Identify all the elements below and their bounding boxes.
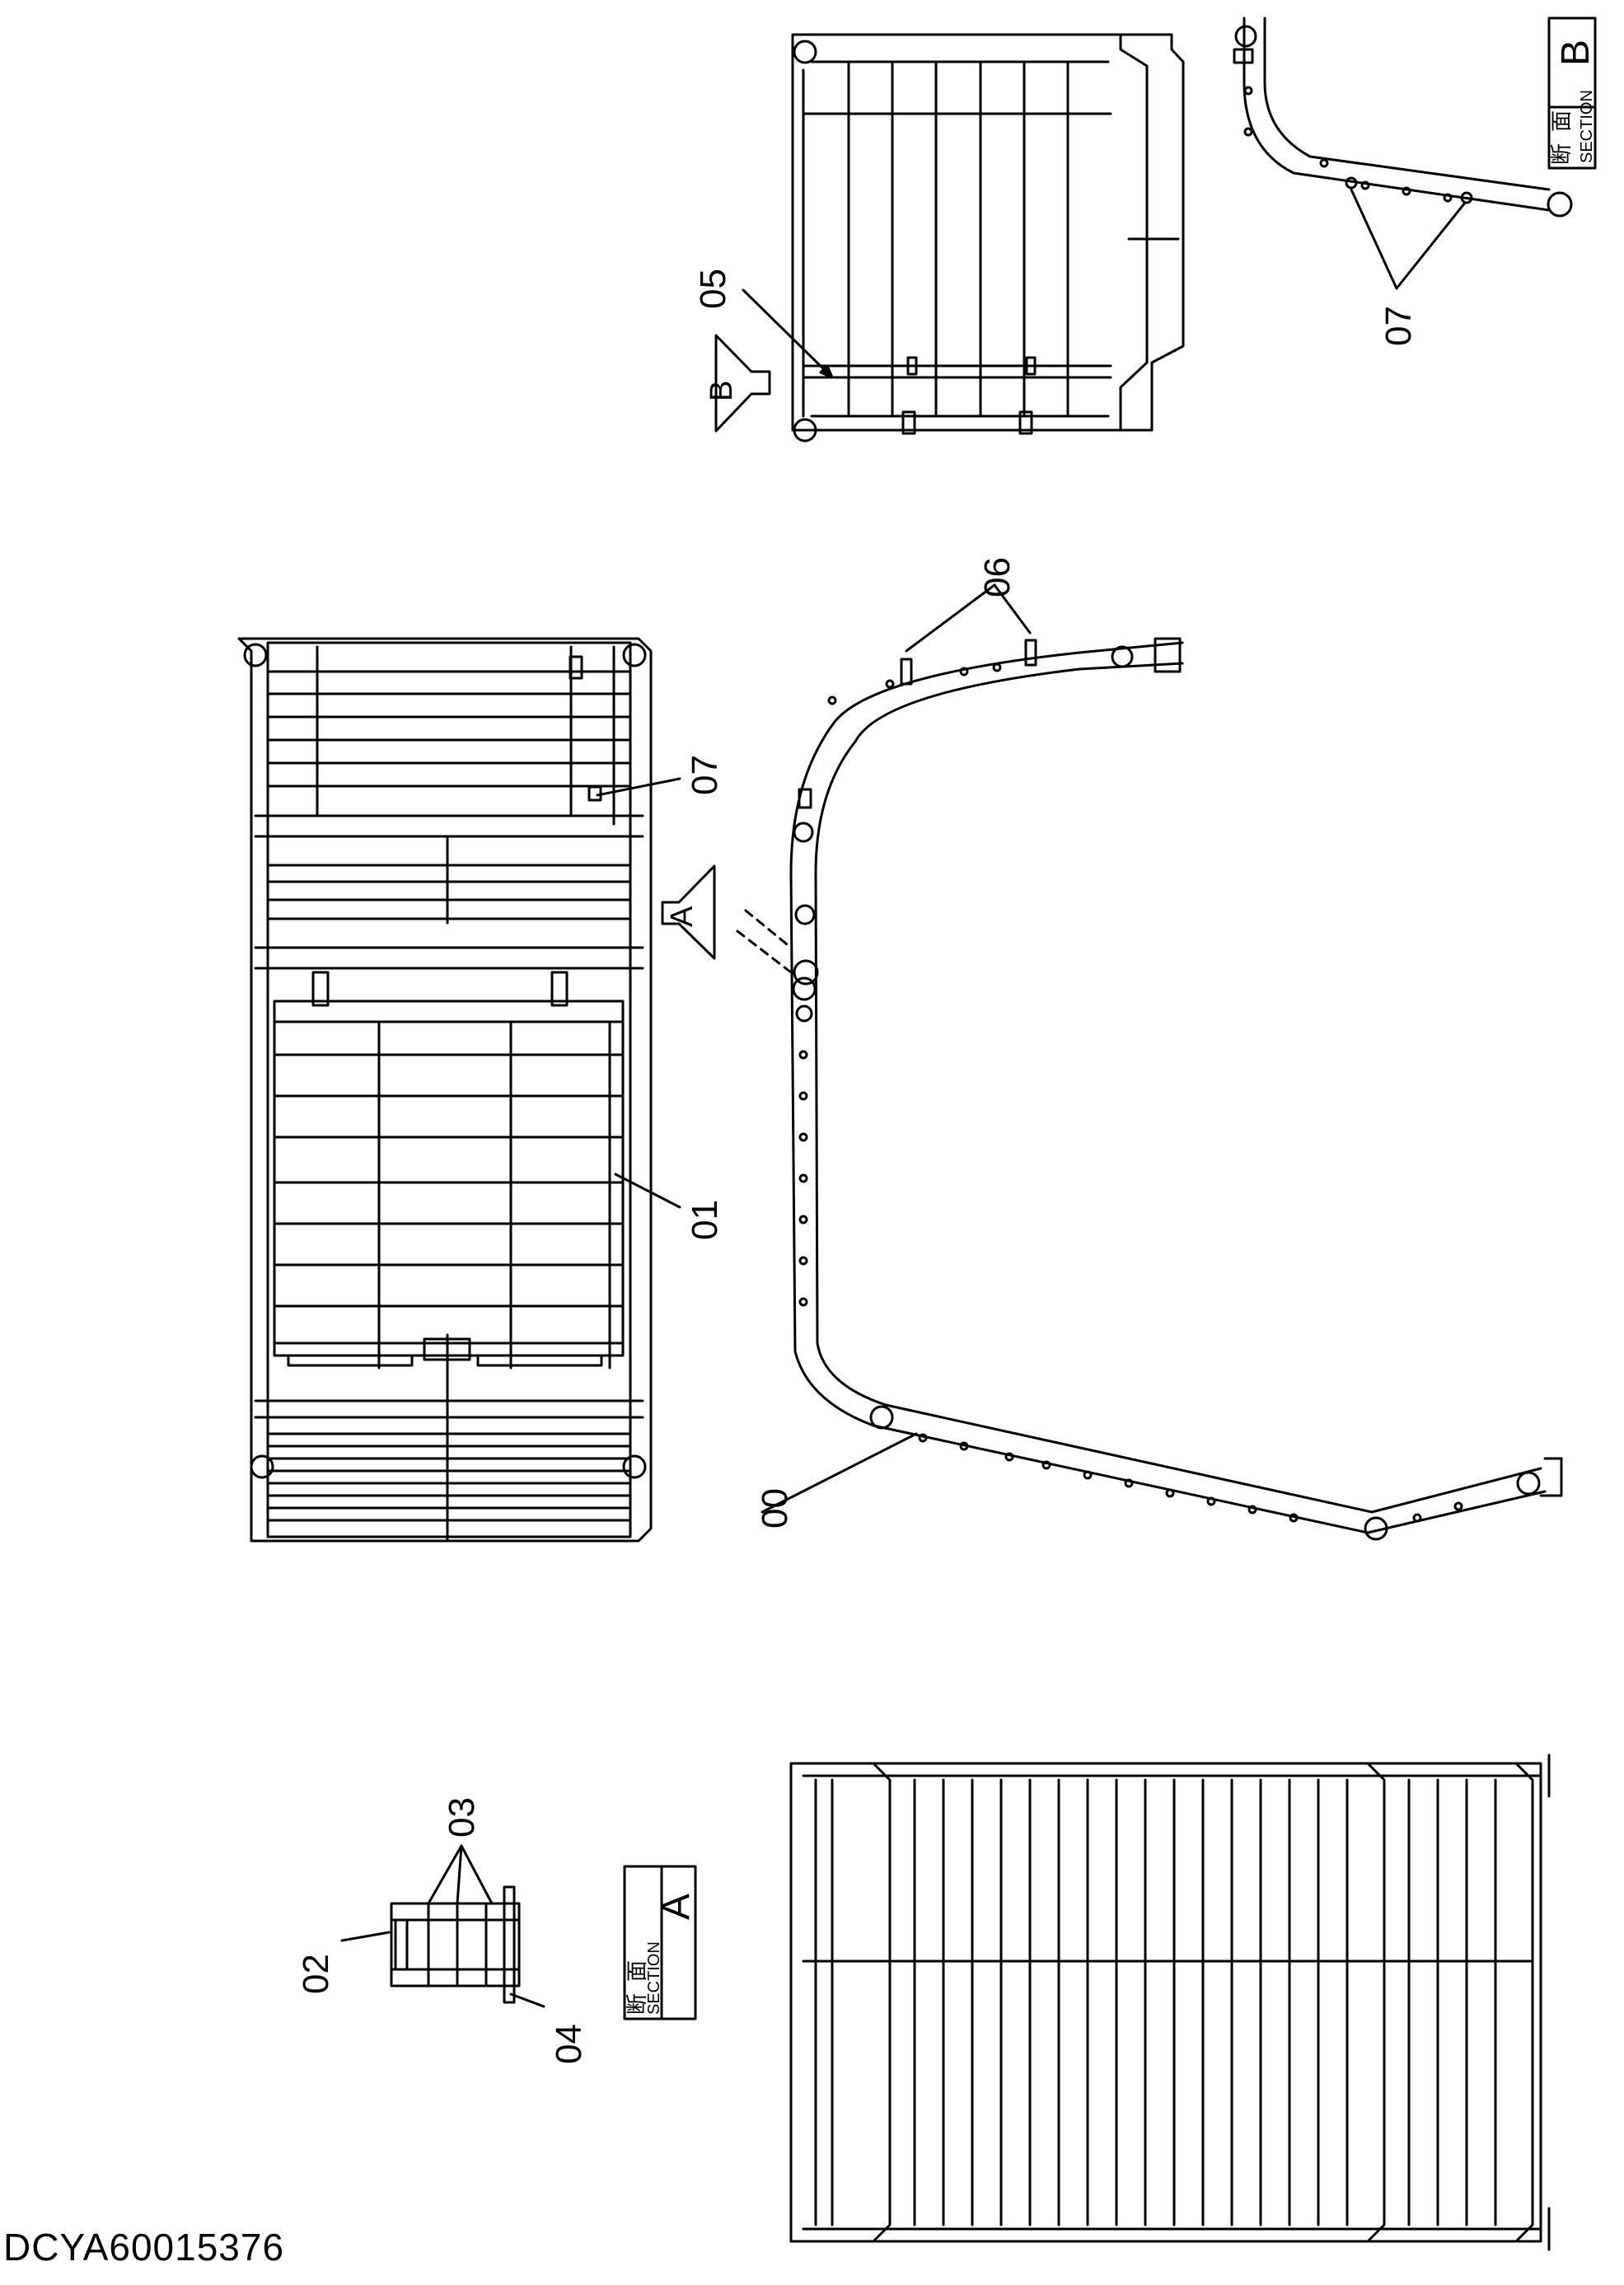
long-grille <box>791 1755 1549 2250</box>
guard-frame-top-view <box>793 35 1183 441</box>
leader-01 <box>615 1174 680 1207</box>
label-04: 04 <box>549 2024 589 2064</box>
document-code: DCYA60015376 <box>3 2226 285 2269</box>
section-a-box <box>625 1866 695 2019</box>
section-a-detail <box>391 1887 519 2002</box>
leader-07-mid <box>597 779 680 795</box>
section-b-profile <box>1234 18 1571 216</box>
label-03: 03 <box>442 1797 482 1838</box>
view-arrow-a-letter: A <box>665 906 700 927</box>
leader-04 <box>511 1994 544 2006</box>
section-b-word: SECTION <box>1578 90 1596 163</box>
view-arrow-b-letter: B <box>704 381 739 401</box>
section-a-kanji-1: 断 <box>625 1993 649 2015</box>
view-arrow-b <box>716 335 770 431</box>
leader-03-a <box>428 1846 461 1903</box>
label-07-mid: 07 <box>685 755 725 795</box>
leader-06-b <box>995 585 1030 633</box>
leader-07-top-b <box>1397 203 1465 288</box>
label-01: 01 <box>685 1200 725 1240</box>
section-a-kanji-2: 面 <box>625 1960 649 1982</box>
section-b-kanji-2: 面 <box>1549 110 1574 132</box>
section-b-letter: B <box>1554 40 1598 66</box>
leader-06-a <box>906 585 995 651</box>
section-b-kanji-1: 断 <box>1549 143 1574 165</box>
leader-03-b <box>457 1846 461 1903</box>
label-02: 02 <box>296 1954 336 1994</box>
label-05: 05 <box>693 269 733 309</box>
leader-05-arrowhead <box>821 366 832 377</box>
section-a-word: SECTION <box>645 1941 663 2015</box>
leader-03-c <box>461 1846 492 1903</box>
view-arrow-a <box>662 866 714 958</box>
grille-01 <box>239 639 651 1541</box>
leader-05 <box>743 290 832 377</box>
leader-02 <box>342 1932 389 1941</box>
leader-07-top-a <box>1351 190 1397 288</box>
section-a-letter: A <box>654 1894 698 1920</box>
leader-00 <box>762 1434 916 1512</box>
section-b-box <box>1549 18 1595 168</box>
label-07-top: 07 <box>1378 306 1419 346</box>
label-00: 00 <box>755 1488 795 1529</box>
label-06: 06 <box>977 557 1018 597</box>
frame-tube-00 <box>737 639 1561 1539</box>
